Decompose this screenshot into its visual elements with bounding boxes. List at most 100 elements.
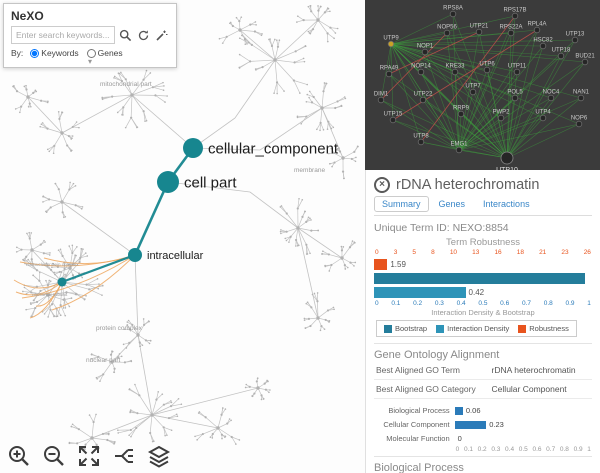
- axis-tick: 1: [587, 446, 591, 453]
- axis-tick: 0.2: [413, 300, 423, 307]
- gene-node-BUD21[interactable]: [581, 58, 589, 66]
- legend-swatch: [436, 324, 445, 333]
- axis-tick: 0.7: [546, 446, 556, 453]
- gene-node-label: UTP6: [479, 62, 495, 68]
- bar-value: 1.59: [390, 259, 406, 269]
- radio-genes[interactable]: Genes: [86, 48, 123, 58]
- gene-node-RPS17B[interactable]: [511, 12, 519, 20]
- close-icon[interactable]: ×: [374, 177, 390, 193]
- radio-keywords[interactable]: Keywords: [30, 48, 79, 58]
- gene-node-label: RRP9: [453, 106, 470, 112]
- tree-node-intracellular[interactable]: [128, 248, 142, 262]
- gene-node-RRP9[interactable]: [457, 110, 465, 118]
- zoom-in-button[interactable]: [6, 443, 32, 469]
- gene-node-UTP10[interactable]: [500, 151, 514, 165]
- gene-node-EMG1[interactable]: [455, 146, 463, 154]
- biological-process-heading: Biological Process: [374, 456, 592, 473]
- axis-tick: 0: [375, 300, 379, 307]
- gene-node-UTP11[interactable]: [513, 68, 521, 76]
- gene-node-UTP22[interactable]: [419, 96, 427, 104]
- axis-tick: 3: [393, 249, 398, 256]
- tree-label: ribonucleoprotein complex: [26, 262, 79, 267]
- go-chart-category: Cellular Component: [383, 420, 450, 429]
- go-alignment-heading: Gene Ontology Alignment: [374, 343, 592, 361]
- gene-node-RPS22A[interactable]: [507, 29, 515, 37]
- zoom-out-button[interactable]: [41, 443, 67, 469]
- robustness-bar-bootstrap: [374, 272, 592, 284]
- gene-node-NOP1[interactable]: [421, 48, 429, 56]
- radio-input-genes[interactable]: [86, 48, 96, 58]
- go-chart-category: Biological Process: [388, 406, 450, 415]
- gene-node-UTP18[interactable]: [557, 52, 565, 60]
- gene-node-UTP6[interactable]: [483, 66, 491, 74]
- gene-node-RPS8A[interactable]: [449, 10, 457, 18]
- gene-node-POL5[interactable]: [511, 94, 519, 102]
- go-chart-category: Molecular Function: [386, 434, 450, 443]
- gene-node-label: UTP13: [566, 32, 585, 38]
- tree-label: membrane: [294, 167, 325, 174]
- gene-node-label: RPL4A: [527, 22, 546, 28]
- tab-summary[interactable]: Summary: [374, 196, 429, 212]
- gene-node-UTP21[interactable]: [475, 28, 483, 36]
- gene-node-UTP15[interactable]: [389, 116, 397, 124]
- reset-icon[interactable]: [136, 28, 151, 43]
- search-icon[interactable]: [118, 28, 133, 43]
- gene-node-UTP4[interactable]: [539, 114, 547, 122]
- unique-term-id-value: NEXO:8854: [452, 222, 509, 234]
- tree-node-label: cell part: [184, 174, 237, 191]
- axis-tick: 0.4: [505, 446, 515, 453]
- gene-node-HSC82[interactable]: [539, 42, 547, 50]
- axis-tick: 0: [375, 249, 379, 256]
- gene-node-NOP6[interactable]: [575, 120, 583, 128]
- axis-tick: 16: [494, 249, 502, 256]
- gene-node-UTP7[interactable]: [469, 88, 477, 96]
- tree-node-cellular-component[interactable]: [183, 138, 203, 158]
- gene-node-RPA49[interactable]: [385, 70, 393, 78]
- axis-tick: 5: [412, 249, 417, 256]
- go-chart-value: 0.06: [465, 406, 481, 415]
- search-input[interactable]: [11, 26, 115, 44]
- go-chart-track: 0.23: [454, 420, 592, 429]
- gene-node-UTP8[interactable]: [417, 138, 425, 146]
- gene-node-DIM1[interactable]: [377, 96, 385, 104]
- go-row-value: rDNA heterochromatin: [491, 365, 576, 375]
- gene-node-RPL4A[interactable]: [533, 26, 541, 34]
- tab-genes[interactable]: Genes: [431, 196, 474, 212]
- gene-node-NOC4[interactable]: [547, 94, 555, 102]
- gene-node-label: KRE33: [445, 64, 465, 70]
- radio-label: Keywords: [41, 48, 79, 58]
- radio-input-keywords[interactable]: [30, 48, 40, 58]
- fit-to-screen-button[interactable]: [76, 443, 102, 469]
- axis-tick: 0.1: [391, 300, 401, 307]
- collapse-expand-button[interactable]: [111, 443, 137, 469]
- gene-node-NOP14[interactable]: [417, 68, 425, 76]
- gene-node-KRE33[interactable]: [451, 68, 459, 76]
- gene-node-label: NOP1: [417, 44, 434, 50]
- axis-tick: 0.3: [491, 446, 501, 453]
- gene-node-label: UTP21: [470, 24, 489, 30]
- gene-node-NOP56[interactable]: [443, 29, 451, 37]
- unique-term-id-label: Unique Term ID:: [374, 222, 450, 234]
- axis-tick: 0.8: [543, 300, 553, 307]
- layers-button[interactable]: [146, 443, 172, 469]
- wand-icon[interactable]: [154, 28, 169, 43]
- gene-node-UTP13[interactable]: [571, 36, 579, 44]
- gene-node-NAN1[interactable]: [577, 94, 585, 102]
- chevron-down-icon[interactable]: ▾: [87, 57, 92, 66]
- gene-node-UTP9[interactable]: [387, 40, 395, 48]
- axis-tick: 0.2: [477, 446, 487, 453]
- tree-node-cell-part[interactable]: [157, 171, 179, 193]
- tab-interactions[interactable]: Interactions: [475, 196, 538, 212]
- gene-node-PWP2[interactable]: [497, 114, 505, 122]
